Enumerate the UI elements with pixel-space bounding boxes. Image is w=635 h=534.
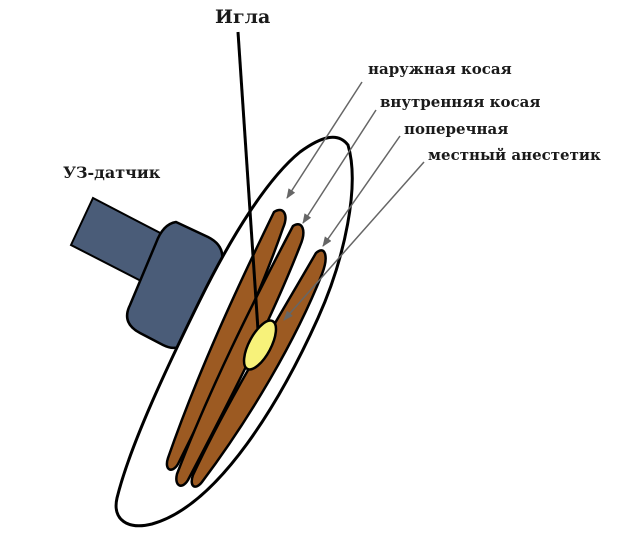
- transversus-label: поперечная: [404, 120, 508, 138]
- local-anesthetic-arrow: [283, 161, 425, 321]
- needle: [236, 31, 260, 331]
- internal-oblique-muscle: [175, 223, 305, 487]
- transversus-arrow: [322, 135, 401, 247]
- local-anesthetic-bolus: [242, 319, 278, 371]
- internal-oblique-label: внутренняя косая: [380, 93, 540, 111]
- needle-label: Игла: [215, 6, 270, 28]
- probe-label: УЗ-датчик: [63, 163, 161, 182]
- internal-oblique-arrow: [302, 109, 377, 224]
- label-arrows: [283, 81, 425, 321]
- external-oblique-label: наружная косая: [368, 60, 512, 78]
- external-oblique-arrow: [286, 81, 363, 199]
- local-anesthetic-label: местный анестетик: [428, 146, 601, 164]
